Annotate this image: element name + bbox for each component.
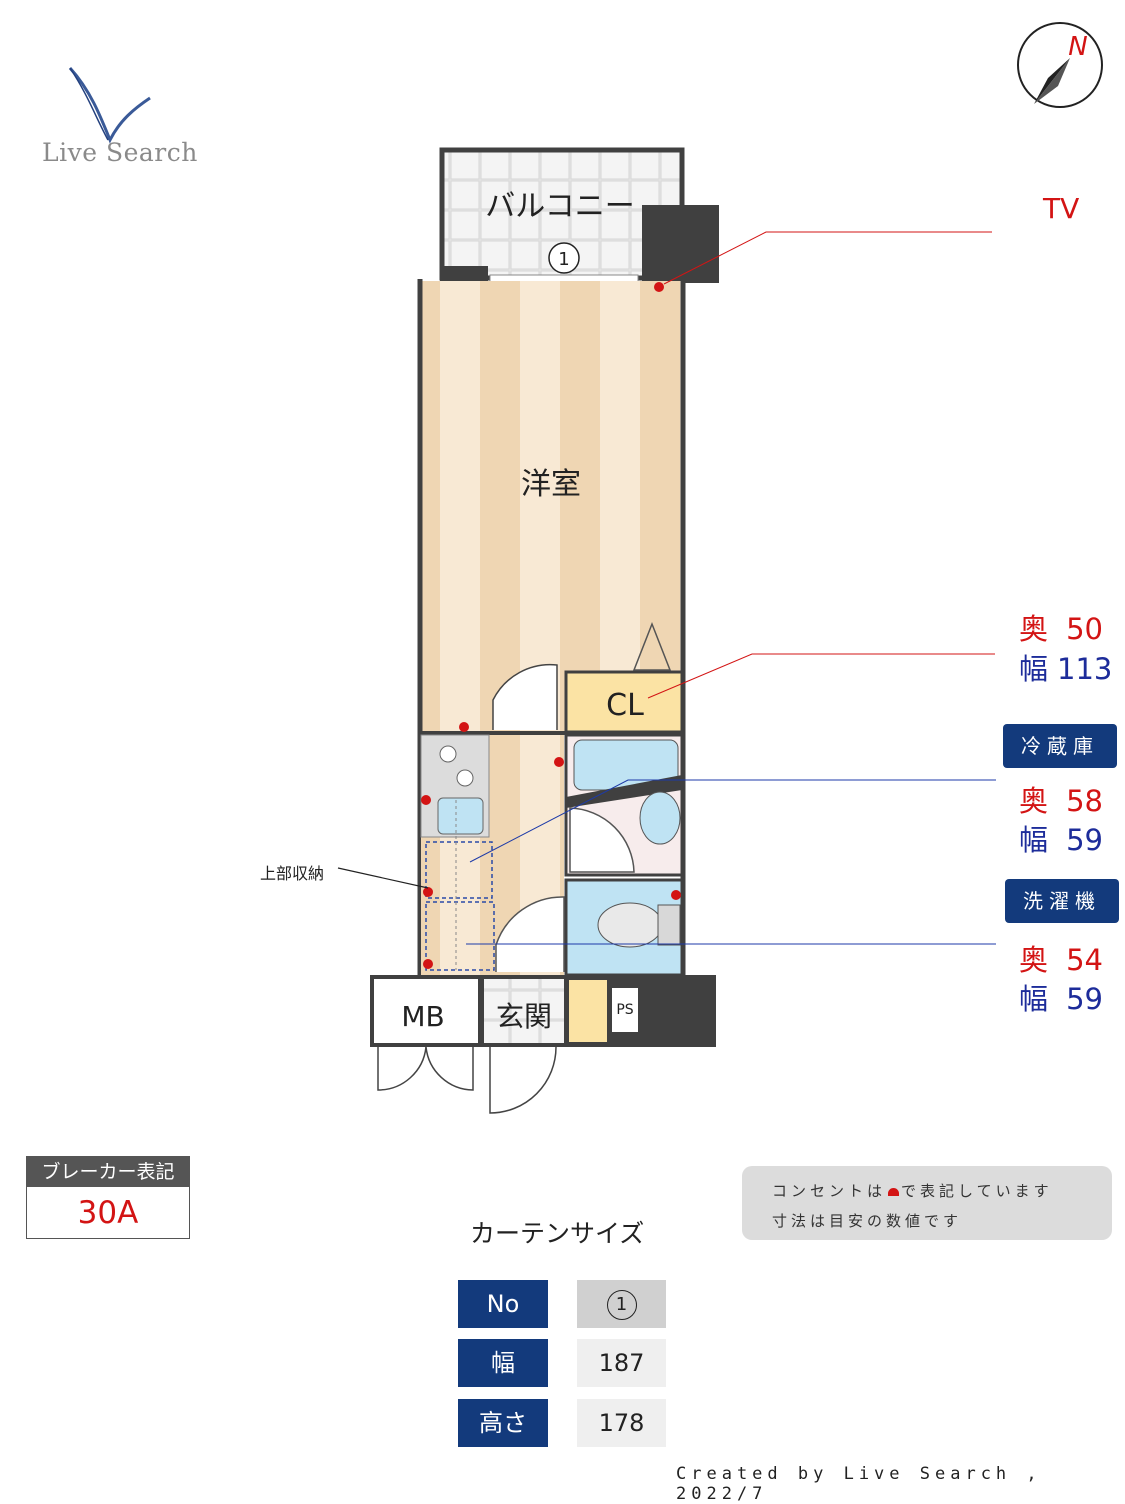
mb-label: MB bbox=[401, 1000, 444, 1033]
upper-storage-label: 上部収納 bbox=[260, 864, 325, 883]
compass-north-label: N bbox=[1068, 32, 1087, 62]
note-line-2: 寸法は目安の数値です bbox=[772, 1212, 963, 1230]
window-marker bbox=[548, 242, 580, 274]
breaker-title: ブレーカー表記 bbox=[27, 1157, 189, 1187]
curtain-head-no: No bbox=[458, 1280, 548, 1328]
notes-box: コンセントはで表記しています 寸法は目安の数値です bbox=[742, 1166, 1112, 1240]
outlet-dot bbox=[459, 722, 469, 732]
curtain-value-width: 187 bbox=[577, 1339, 666, 1387]
curtain-head-height: 高さ bbox=[458, 1399, 548, 1447]
outlet-dot bbox=[423, 887, 433, 897]
fridge-badge: 冷蔵庫 bbox=[1003, 724, 1117, 768]
balcony-label: バルコニー bbox=[485, 189, 634, 224]
logo-text: Live Search bbox=[42, 138, 198, 167]
outlet-dot bbox=[421, 795, 431, 805]
curtain-title: カーテンサイズ bbox=[470, 1219, 645, 1248]
tv-label: TV bbox=[1043, 192, 1080, 225]
entrance-label: 玄関 bbox=[496, 1000, 552, 1033]
breaker-value: 30A bbox=[77, 1195, 139, 1231]
outlet-dot bbox=[671, 890, 681, 900]
curtain-head-width: 幅 bbox=[458, 1339, 548, 1387]
window-number: 1 bbox=[558, 249, 569, 270]
compass-north-icon bbox=[1017, 22, 1103, 108]
outlet-dot bbox=[423, 959, 433, 969]
closet-label: CL bbox=[606, 688, 644, 723]
western-room-label: 洋室 bbox=[521, 467, 581, 502]
note-line-1: コンセントはで表記しています bbox=[772, 1182, 1053, 1200]
washer-badge: 洗濯機 bbox=[1005, 879, 1119, 923]
curtain-value-no: 1 bbox=[577, 1280, 666, 1328]
outlet-dot bbox=[654, 282, 664, 292]
closet-area bbox=[564, 670, 684, 734]
v-swoosh-logo bbox=[68, 66, 151, 144]
curtain-value-height: 178 bbox=[577, 1399, 666, 1447]
credit-text: Created by Live Search , 2022/7 bbox=[676, 1464, 1042, 1504]
outlet-marker-icon bbox=[888, 1187, 900, 1196]
outlet-dot bbox=[554, 757, 564, 767]
ps-label: PS bbox=[616, 1002, 633, 1018]
breaker-box: ブレーカー表記 30A bbox=[26, 1156, 190, 1239]
